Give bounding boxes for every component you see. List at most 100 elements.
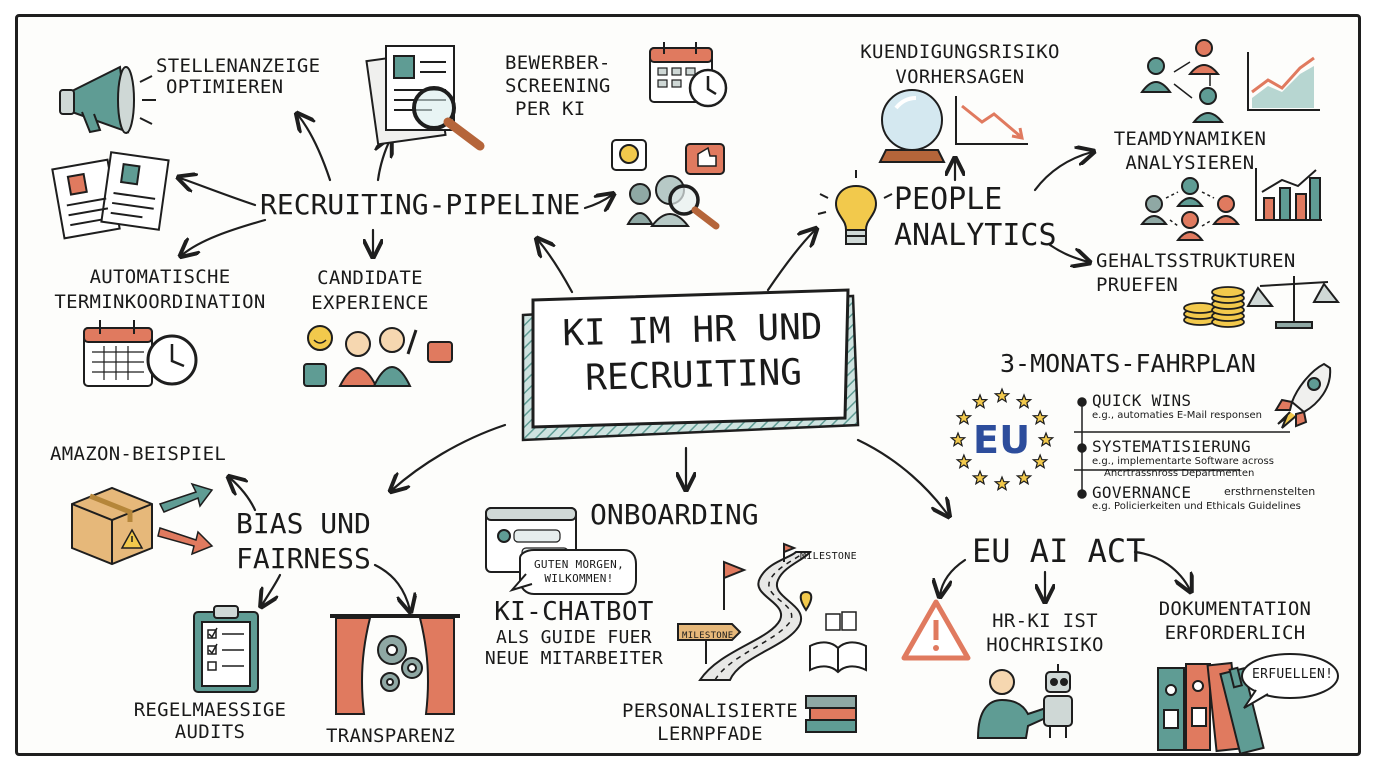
scales-icon [1246, 276, 1341, 329]
documents-icon [51, 151, 170, 240]
arrow-rec-docs [180, 178, 257, 207]
rocket-icon [1274, 362, 1332, 429]
human-robot-icon [976, 664, 1073, 739]
team-line1: TEAMDYNAMIKEN [1113, 128, 1267, 150]
chat-bubble-line1: GUTEN MORGEN, [534, 558, 624, 571]
warning-icon [901, 599, 971, 661]
kuend-line1: KUENDIGUNGSRISIKO [860, 41, 1060, 63]
eu-star [1031, 453, 1049, 470]
gehalt-line2: PRUEFEN [1096, 273, 1179, 296]
roadmap-item-governance: GOVERNANCE [1092, 483, 1192, 502]
lern-line1: PERSONALISIERTE [621, 700, 799, 722]
winding-road-icon [677, 542, 813, 681]
curtain-gears-icon [330, 614, 460, 715]
arrow-euact-warning [940, 558, 967, 595]
books-icon [805, 611, 867, 733]
smiley-people-icon [303, 325, 453, 387]
main-title-line2: RECRUITING [584, 352, 803, 399]
roadmap-timeline [1074, 397, 1290, 499]
chatbot-label: KI-CHATBOT ALS GUIDE FUER NEUE MITARBEIT… [474, 597, 674, 669]
clipboard-icon [193, 605, 259, 693]
recruiting-hub: RECRUITING-PIPELINE [260, 188, 581, 221]
roadmap-note-governance: e.g. Policierkeiten und Ethicals Guideli… [1092, 501, 1301, 512]
gehalt-label: GEHALTSSTRUKTUREN PRUEFEN [1096, 250, 1296, 298]
arrow-rec-termin [182, 218, 267, 255]
eu-star [1015, 393, 1033, 409]
roadmap-note-quickwins: e.g., automaties E-Mail responsen [1092, 410, 1263, 421]
doku-label: DOKUMENTATION ERFORDERLICH [1140, 598, 1330, 646]
arrow-people-gehalt [1048, 243, 1088, 262]
hochrisiko-line1: HR-KI IST [992, 610, 1098, 632]
kuend-label: KUENDIGUNGSRISIKO VORHERSAGEN [850, 40, 1070, 89]
lern-label: PERSONALISIERTE LERNPFADE [610, 700, 810, 746]
eu-badge: EU [973, 418, 1031, 462]
eu-star [993, 387, 1011, 404]
eu-star [1015, 469, 1033, 486]
arrow-rec-bewerber [378, 140, 390, 182]
arrow-rec-stellen [298, 115, 332, 182]
growth-chart-icon [1247, 52, 1320, 111]
eu-star [955, 409, 973, 426]
stellen-label: STELLENANZEIGE OPTIMIEREN [156, 56, 320, 97]
roadmap-note-system-1: e.g., implementarte Software across [1092, 456, 1274, 467]
arrow-to-people [766, 230, 815, 292]
main-title-line1: KI IM HR UND [561, 306, 823, 355]
candidate-line2: EXPERIENCE [311, 291, 429, 314]
eu-star [949, 431, 967, 448]
chatbot-line2: ALS GUIDE FUER [496, 626, 652, 648]
roadmap-note-system-2: Ancrtrassnross Departmenten [1104, 468, 1255, 479]
bar-chart-icon [1255, 168, 1322, 221]
lightbulb-icon [817, 170, 893, 245]
eu-star [971, 393, 989, 409]
main-title: KI IM HR UND RECRUITING [547, 304, 839, 402]
network-people-icon [1140, 39, 1225, 123]
doku-line2: ERFORDERLICH [1164, 621, 1306, 644]
eu-star [971, 469, 989, 486]
bias-hub-line2: FAIRNESS [236, 542, 371, 575]
transparenz-label: TRANSPARENZ [326, 725, 456, 747]
resume-magnifier-icon [365, 45, 485, 151]
termin-label: AUTOMATISCHE TERMINKOORDINATION [40, 265, 280, 314]
eu-star [993, 475, 1011, 492]
arrow-to-bias [392, 423, 507, 490]
central-title-box [521, 288, 860, 442]
crystal-ball-icon [878, 89, 946, 163]
stellen-line2: OPTIMIEREN [166, 75, 284, 98]
hochrisiko-line2: HOCHRISIKO [986, 633, 1104, 656]
arrow-to-euact [856, 438, 948, 515]
bewerber-line2: SCREENING [505, 74, 611, 97]
chat-bubble-line2: WILKOMMEN! [544, 571, 614, 585]
bewerber-label: BEWERBER- SCREENING PER KI [505, 52, 611, 120]
arrow-euact-doku [1133, 550, 1190, 590]
bewerber-line3: PER KI [515, 97, 586, 120]
audits-line1: REGELMAESSIGE [133, 699, 287, 721]
team-circle-icon [1139, 177, 1241, 241]
chatbot-line1: KI-CHATBOT [494, 597, 654, 627]
milestone-sign: MILESTONE [682, 631, 734, 641]
arrow-rec-feedback [583, 195, 612, 208]
team-label: TEAMDYNAMIKEN ANALYSIEREN [1090, 128, 1290, 176]
box-warning-icon [71, 486, 153, 566]
team-line2: ANALYSIEREN [1125, 151, 1255, 174]
termin-line1: AUTOMATISCHE [89, 266, 231, 288]
eu-star [1037, 431, 1055, 448]
roadmap-item-system: SYSTEMATISIERUNG [1092, 437, 1251, 456]
calendar-clock-icon [649, 42, 728, 108]
chat-bubble-text: GUTEN MORGEN, WILKOMMEN! [524, 558, 634, 586]
roadmap-item-quickwins: QUICK WINS [1092, 391, 1192, 410]
feedback-magnifier-icon [611, 139, 725, 230]
arrow-bias-amazon [230, 478, 257, 512]
candidate-label: CANDIDATE EXPERIENCE [290, 266, 450, 315]
binders-icon [1157, 661, 1265, 755]
coins-icon [1183, 286, 1245, 328]
roadmap-title: 3-MONATS-FAHRPLAN [1000, 349, 1256, 378]
chatbot-line3: NEUE MITARBEITER [484, 647, 664, 669]
euact-hub: EU AI ACT [972, 532, 1146, 570]
eu-stars-icon [949, 387, 1055, 492]
lern-line2: LERNPFADE [657, 722, 763, 745]
onboarding-hub: ONBOARDING [590, 498, 759, 531]
chatbot-window-icon [485, 507, 637, 595]
termin-line2: TERMINKOORDINATION [54, 290, 266, 313]
eu-star [955, 453, 973, 470]
